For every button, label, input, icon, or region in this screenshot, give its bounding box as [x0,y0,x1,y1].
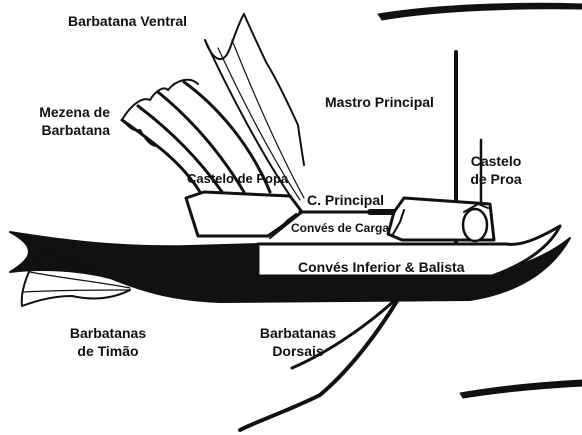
stern-castle [184,190,304,238]
brush-stroke-top [377,2,582,21]
rudder-fins [20,249,131,307]
ventral-fin [204,13,305,201]
label-mezena-1: Mezena de [39,104,110,120]
label-barbatana-ventral: Barbatana Ventral [68,13,188,29]
label-castelo-proa-1: Castelo [470,153,522,169]
label-barbatanas-dorsais-2: Dorsais [272,343,324,359]
hull [9,231,571,303]
label-barbatanas-dorsais-1: Barbatanas [259,325,337,341]
label-c-principal: C. Principal [307,192,385,208]
label-barbatanas-timao-1: Barbatanas [69,325,147,341]
label-mastro-principal: Mastro Principal [325,94,434,110]
lower-deck [256,224,562,278]
label-conves-carga: Convés de Carga [291,221,390,235]
label-mezena-2: Barbatana [41,122,110,138]
brush-stroke-bottom [459,379,582,399]
label-castelo-proa-2: de Proa [470,171,522,187]
mizzen-fin [120,78,272,194]
label-barbatanas-timao-2: de Timão [77,343,139,359]
label-conves-inferior: Convés Inferior & Balista [298,259,465,275]
dorsal-fins [238,294,402,432]
porthole [461,207,489,243]
label-castelo-popa: Castelo de Popa [187,171,289,186]
